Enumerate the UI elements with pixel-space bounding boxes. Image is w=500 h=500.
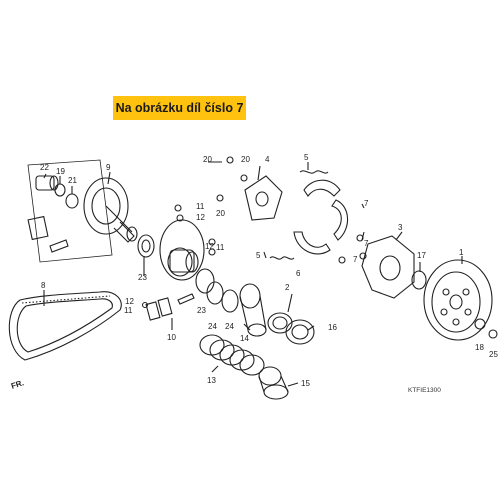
label-20a: 20: [203, 155, 212, 164]
clutch-weight-plate: [361, 235, 415, 299]
clutch-drive-plate: [244, 175, 283, 221]
bearing: [65, 193, 79, 209]
drive-spring-ring: [267, 312, 293, 334]
label-11a: 11: [196, 202, 205, 211]
label-22: 22: [40, 163, 49, 172]
label-4: 4: [265, 155, 270, 164]
label-7c: 7: [353, 255, 358, 264]
bolt: [208, 248, 216, 256]
bolt: [338, 256, 346, 264]
o-ring: [206, 281, 224, 305]
spring-seat-collar: [258, 366, 289, 400]
bolt: [176, 214, 184, 222]
part-number-labels: 1 2 3 4 5 5 6 7 7 7 8 9 10 11 11 11 12 1…: [40, 153, 498, 388]
label-24b: 24: [225, 322, 234, 331]
oil-seal: [285, 319, 315, 345]
label-6: 6: [296, 269, 301, 278]
label-10: 10: [167, 333, 176, 342]
pin-plate: [145, 301, 161, 321]
label-18: 18: [475, 343, 484, 352]
label-12a: 12: [196, 213, 205, 222]
label-12c: 12: [125, 297, 134, 306]
label-24a: 24: [208, 322, 217, 331]
highlight-banner: Na obrázku díl číslo 7: [113, 96, 246, 120]
diagram-code: KTFIE1300: [408, 387, 441, 394]
clutch-spring: [269, 256, 295, 260]
label-8: 8: [41, 281, 46, 290]
label-16: 16: [328, 323, 337, 332]
bearing-17: [411, 270, 427, 290]
slide-piece: [49, 239, 69, 253]
clutch-shoe-assembly: [293, 179, 349, 255]
drive-belt: [8, 291, 122, 361]
label-15: 15: [301, 379, 310, 388]
guide-collar: [239, 283, 267, 337]
roller-weight-set: [35, 175, 59, 191]
pin-plate: [157, 297, 173, 317]
o-ring: [221, 289, 239, 313]
label-17: 17: [417, 251, 426, 260]
ramp-plate: [27, 215, 49, 241]
label-1: 1: [459, 248, 464, 257]
label-11c: 11: [124, 306, 133, 315]
bolt: [226, 156, 234, 164]
clutch-spring: [299, 170, 329, 174]
bolt: [208, 238, 216, 246]
label-7a: 7: [364, 199, 369, 208]
banner-text: Na obrázku díl číslo 7: [115, 101, 244, 115]
label-20b: 20: [241, 155, 250, 164]
assembly-box: [27, 159, 113, 263]
label-2: 2: [285, 283, 290, 292]
label-12b: 12: [205, 242, 214, 251]
seal-ring: [54, 183, 66, 197]
driven-face: [159, 219, 205, 281]
label-3: 3: [398, 223, 403, 232]
label-21: 21: [68, 176, 77, 185]
o-ring: [195, 268, 215, 294]
bolt: [240, 174, 248, 182]
label-20c: 20: [216, 209, 225, 218]
clutch-outer: [423, 259, 493, 341]
driven-face-spring: [199, 334, 265, 376]
label-5a: 5: [304, 153, 309, 162]
label-11b: 11: [216, 243, 225, 252]
label-19: 19: [56, 167, 65, 176]
washer-25: [488, 329, 498, 339]
bolt: [359, 252, 367, 260]
label-7b: 7: [364, 239, 369, 248]
movable-drive-face: [83, 177, 138, 243]
bolt: [141, 301, 149, 309]
label-23b: 23: [197, 306, 206, 315]
label-23a: 23: [138, 273, 147, 282]
label-25: 25: [489, 350, 498, 359]
guide-pin: [177, 293, 195, 305]
label-13: 13: [207, 376, 216, 385]
label-5b: 5: [256, 251, 261, 260]
label-14: 14: [240, 334, 249, 343]
nut-18: [474, 318, 486, 330]
label-9: 9: [106, 163, 111, 172]
bolt: [174, 204, 182, 212]
bolt: [216, 194, 224, 202]
drive-face-washer: [137, 234, 155, 258]
